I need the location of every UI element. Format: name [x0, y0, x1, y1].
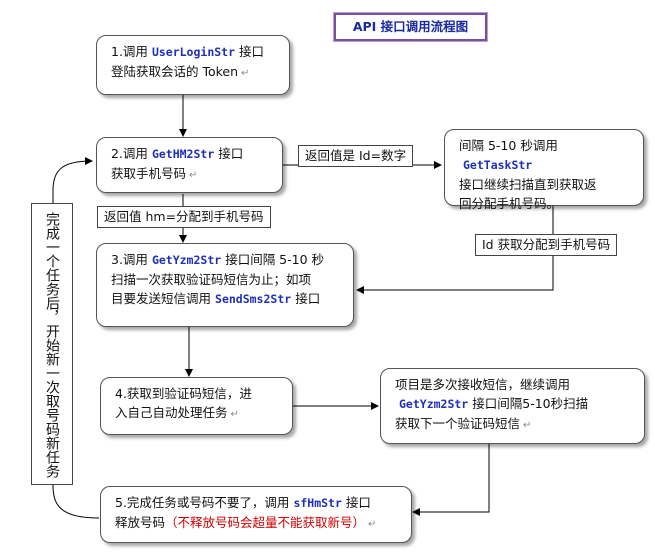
step4-line2: 入自己自动处理任务: [115, 405, 228, 420]
return-mark: ↵: [368, 519, 377, 530]
step2-prefix: 2.调用: [111, 146, 148, 161]
return-mark: ↵: [523, 420, 532, 431]
step2-line2: 获取手机号码: [111, 166, 187, 181]
step3-prefix: 3.调用: [111, 252, 148, 267]
side-a-box: 间隔 5-10 秒调用 GetTaskStr 接口继续扫描直到获取返 回分配手机号…: [444, 129, 644, 211]
step5-api: sfHmStr: [293, 496, 342, 510]
side-a-line3: 回分配手机号码。: [459, 196, 560, 211]
step5-line2-prefix: 释放号码: [115, 515, 166, 530]
step1-api: UserLoginStr: [151, 45, 236, 59]
step3-suffix: 接口间隔 5-10 秒: [225, 252, 325, 267]
step2-suffix: 接口: [218, 146, 244, 161]
return-mark: ↵: [241, 68, 250, 79]
return-mark: ↵: [189, 170, 198, 181]
side-a-api: GetTaskStr: [463, 158, 533, 172]
side-b-line3: 获取下一个验证码短信: [395, 416, 521, 431]
step4-line1: 4.获取到验证码短信，进: [115, 386, 252, 401]
loop-label: 完成一个任务后，开始新一次取号码新任务: [31, 203, 73, 485]
arrow-side-b-to-step5: [412, 444, 490, 516]
label-id-assigned: Id 获取分配到手机号码: [475, 234, 618, 256]
step3-api: GetYzm2Str: [151, 253, 222, 267]
side-a-line2: 接口继续扫描直到获取返: [459, 177, 597, 192]
step3-line3-api: SendSms2Str: [215, 292, 292, 306]
step1-line2: 登陆获取会话的 Token: [111, 64, 239, 79]
step1-prefix: 1.调用: [111, 44, 148, 59]
side-a-prefix: 间隔 5-10 秒调用: [459, 138, 558, 153]
side-b-line2: 接口间隔5-10秒扫描: [472, 396, 589, 411]
return-mark: ↵: [230, 409, 239, 420]
side-b-line1: 项目是多次接收短信，继续调用: [395, 377, 571, 392]
step1-suffix: 接口: [239, 44, 265, 59]
label-return-hm: 返回值 hm=分配到手机号码: [97, 206, 271, 228]
diagram-title: API 接口调用流程图: [334, 13, 487, 41]
step4-box: 4.获取到验证码短信，进 入自己自动处理任务↵: [100, 377, 293, 435]
release-warning: （不释放号码会超量不能获取新号）: [165, 515, 366, 530]
side-b-api: GetYzm2Str: [399, 397, 469, 411]
step2-api: GetHM2Str: [151, 147, 215, 161]
step5-prefix: 5.完成任务或号码不要了，调用: [115, 495, 290, 510]
step5-suffix: 接口: [345, 495, 371, 510]
step3-line2: 扫描一次获取验证码短信为止；如项: [111, 272, 312, 287]
step3-line3-prefix: 目要发送短信调用: [111, 291, 212, 306]
label-return-id: 返回值是 Id=数字: [298, 145, 414, 167]
step3-line3-suffix: 接口: [295, 291, 321, 306]
